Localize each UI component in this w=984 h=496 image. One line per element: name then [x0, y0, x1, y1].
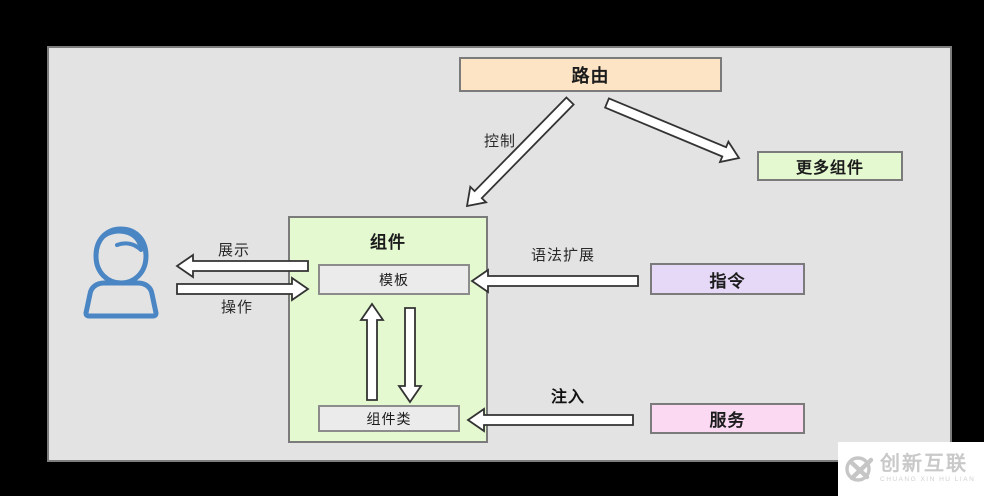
node-more-components-label: 更多组件: [795, 160, 864, 177]
edge-label-display: 展示: [217, 242, 251, 259]
node-router-label: 路由: [571, 65, 610, 86]
node-component-class: 组件类: [318, 405, 460, 432]
diagram-panel: [47, 46, 952, 462]
node-directive-label: 指令: [709, 271, 746, 291]
node-more-components: 更多组件: [757, 151, 903, 181]
watermark: 创新互联 CHUANG XIN HU LIAN: [838, 442, 984, 496]
edge-label-syntax-extension: 语法扩展: [530, 247, 596, 264]
watermark-subtitle: CHUANG XIN HU LIAN: [880, 476, 976, 484]
node-directive: 指令: [650, 263, 805, 295]
watermark-title: 创新互联: [880, 453, 968, 476]
node-router: 路由: [459, 57, 722, 92]
cx-ring-x-icon: [845, 456, 874, 482]
node-component-label: 组件: [370, 233, 406, 252]
edge-label-inject: 注入: [550, 389, 586, 406]
node-service: 服务: [650, 403, 805, 434]
edge-label-operate: 操作: [220, 299, 254, 316]
edge-label-control: 控制: [483, 133, 517, 150]
person-icon: [83, 226, 159, 319]
node-template-label: 模板: [379, 271, 409, 288]
node-component-class-label: 组件类: [366, 410, 412, 427]
node-service-label: 服务: [709, 411, 746, 430]
node-template: 模板: [318, 264, 470, 295]
